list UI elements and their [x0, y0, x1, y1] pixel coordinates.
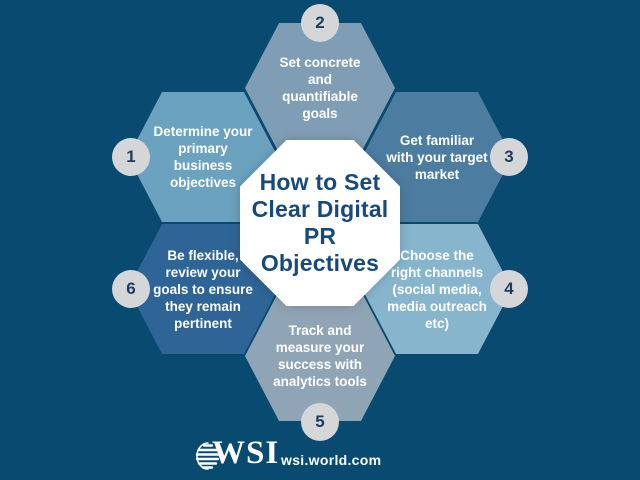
step-1-text: Determine your primary business objectiv… [153, 124, 253, 190]
hexagon-step-2: Set concrete and quantifiable goals [245, 23, 395, 153]
step-number-badge-2: 2 [301, 4, 339, 42]
step-number-3: 3 [504, 147, 514, 166]
step-4-text: Choose the right channels (social media,… [387, 247, 487, 331]
infographic-title: How to Set Clear Digital PR Objectives [251, 169, 389, 276]
wsi-logo-text: WSI [212, 435, 280, 471]
step-number-6: 6 [126, 279, 136, 298]
step-number-badge-4: 4 [490, 270, 528, 308]
wsi-globe-icon [195, 442, 221, 470]
step-number-1: 1 [126, 147, 136, 166]
step-3-text: Get familiar with your target market [386, 132, 488, 182]
step-number-badge-5: 5 [301, 403, 339, 441]
hexagon-step-5: Track and measure your success with anal… [245, 291, 395, 421]
step-number-2: 2 [315, 13, 325, 32]
step-6-text: Be flexible, review your goals to ensure… [153, 247, 253, 331]
step-2-text: Set concrete and quantifiable goals [279, 55, 361, 121]
step-number-5: 5 [315, 412, 325, 431]
step-number-badge-3: 3 [490, 138, 528, 176]
center-octagon: How to Set Clear Digital PR Objectives [240, 140, 400, 306]
step-5-text: Track and measure your success with anal… [273, 323, 367, 389]
hexagon-step-1: Determine your primary business objectiv… [128, 92, 278, 222]
step-number-badge-6: 6 [112, 270, 150, 308]
step-number-badge-1: 1 [112, 138, 150, 176]
step-number-4: 4 [504, 279, 514, 298]
website-url: wsi.world.com [281, 452, 382, 468]
